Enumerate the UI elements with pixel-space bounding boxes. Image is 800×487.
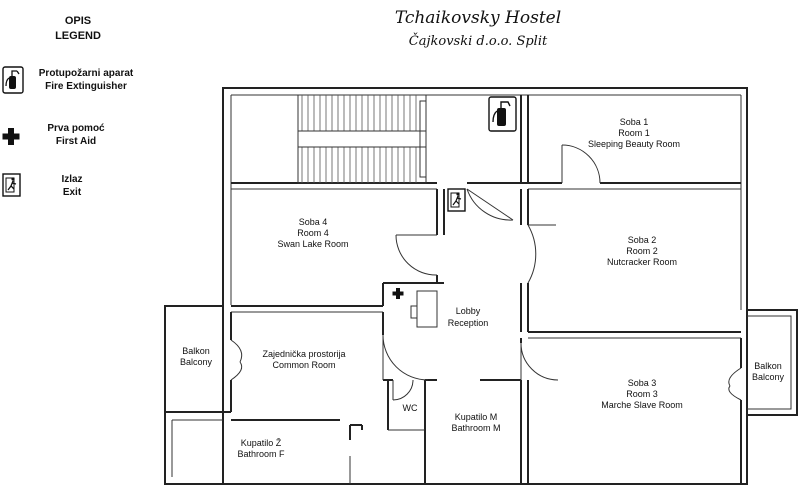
fire-extinguisher-icon bbox=[488, 96, 517, 132]
room-label-line: Room 2 bbox=[626, 246, 658, 256]
room-label-line: Nutcracker Room bbox=[607, 257, 677, 267]
legend-label-en: First Aid bbox=[56, 136, 96, 147]
room-4-label: Soba 4 Room 4 Swan Lake Room bbox=[277, 217, 348, 249]
door-corridor-exit bbox=[466, 188, 514, 221]
room-label-line: Bathroom F bbox=[237, 449, 285, 459]
room-label-line: Room 1 bbox=[618, 128, 650, 138]
room-label-line: Bathroom M bbox=[451, 423, 500, 433]
legend-label-en: Exit bbox=[63, 187, 82, 198]
room-label-line: Soba 2 bbox=[628, 235, 657, 245]
room-label-line: Balkon bbox=[754, 361, 782, 371]
legend-item-fire-extinguisher: Protupožarni aparat Fire Extinguisher bbox=[2, 66, 134, 94]
legend-item-exit: Izlaz Exit bbox=[2, 173, 83, 198]
staircase bbox=[297, 94, 427, 184]
room-label-line: Zajednička prostorija bbox=[262, 349, 345, 359]
room-label-line: Common Room bbox=[272, 360, 335, 370]
room-1-label: Soba 1 Room 1 Sleeping Beauty Room bbox=[588, 117, 680, 149]
room-label-line: Soba 3 bbox=[628, 378, 657, 388]
legend-item-first-aid: Prva pomoć First Aid bbox=[2, 123, 105, 147]
room-label-line: Kupatilo M bbox=[455, 412, 498, 422]
legend-label-en: Fire Extinguisher bbox=[45, 81, 127, 92]
doors bbox=[230, 144, 742, 401]
balcony-right-label: Balkon Balcony bbox=[752, 361, 785, 382]
lobby-label: Lobby Reception bbox=[448, 306, 489, 328]
legend-title-en: LEGEND bbox=[55, 30, 101, 42]
room-label-line: Balkon bbox=[182, 346, 210, 356]
room-label-line: Sleeping Beauty Room bbox=[588, 139, 680, 149]
fire-extinguisher-icon bbox=[2, 66, 24, 94]
room-label-line: Soba 1 bbox=[620, 117, 649, 127]
room-2-label: Soba 2 Room 2 Nutcracker Room bbox=[607, 235, 677, 267]
room-3-label: Soba 3 Room 3 Marche Slave Room bbox=[601, 378, 683, 410]
room-label-line: Balcony bbox=[180, 357, 213, 367]
hostel-title: Tchaikovsky Hostel bbox=[395, 8, 561, 28]
legend-label-local: Izlaz bbox=[61, 174, 82, 185]
room-label-line: Room 4 bbox=[297, 228, 329, 238]
exit-icon bbox=[447, 188, 466, 212]
door-room1 bbox=[561, 144, 601, 184]
door-room4 bbox=[395, 234, 438, 276]
door-balcony-right bbox=[728, 367, 742, 401]
room-label-line: Marche Slave Room bbox=[601, 400, 683, 410]
hostel-subtitle: Čajkovski d.o.o. Split bbox=[409, 32, 548, 49]
legend: OPIS LEGEND Protupožarni aparat Fire Ext… bbox=[2, 15, 134, 198]
bathroom-m-label: Kupatilo M Bathroom M bbox=[451, 412, 500, 433]
first-aid-icon bbox=[2, 128, 20, 145]
room-label-line: Soba 4 bbox=[299, 217, 328, 227]
balcony-left-label: Balkon Balcony bbox=[180, 346, 213, 367]
door-wc bbox=[392, 379, 414, 401]
door-room3 bbox=[520, 342, 559, 381]
first-aid-icon bbox=[392, 288, 404, 299]
bathroom-f-label: Kupatilo Ž Bathroom F bbox=[237, 438, 285, 459]
door-common-room bbox=[382, 334, 429, 381]
door-room2 bbox=[527, 224, 556, 284]
exit-icon bbox=[2, 173, 21, 197]
legend-label-local: Prva pomoć bbox=[47, 123, 105, 134]
legend-title-local: OPIS bbox=[65, 15, 91, 27]
common-room-label: Zajednička prostorija Common Room bbox=[262, 349, 345, 370]
room-label-line: Balcony bbox=[752, 372, 785, 382]
walls bbox=[164, 87, 798, 485]
room-label-line: Kupatilo Ž bbox=[241, 438, 282, 448]
wc-label: WC bbox=[403, 403, 418, 413]
room-label-line: Room 3 bbox=[626, 389, 658, 399]
room-label-line: Swan Lake Room bbox=[277, 239, 348, 249]
room-label-line: WC bbox=[403, 403, 418, 413]
room-label-line: Lobby bbox=[456, 306, 481, 316]
room-label-line: Reception bbox=[448, 318, 489, 328]
door-balcony-left bbox=[230, 339, 243, 381]
legend-label-local: Protupožarni aparat bbox=[39, 68, 134, 79]
